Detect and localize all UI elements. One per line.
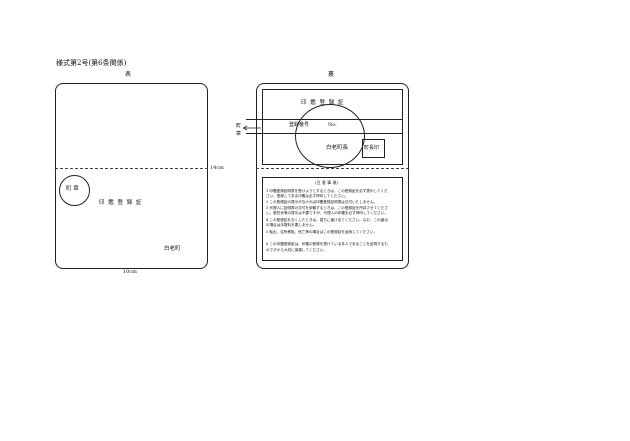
reg-row-bottom-line <box>246 133 403 134</box>
reg-row-top-line <box>246 119 403 120</box>
side-arrow-icon <box>242 125 261 131</box>
note-line: 4 この登録証をなくしたときは、直ちに届け出てください。なお、この届出 <box>266 218 388 222</box>
back-label: 裏 <box>328 71 335 78</box>
note-line: のですから大切に保管してください。 <box>266 248 327 252</box>
reg-number-prefix: No. <box>328 122 337 128</box>
mayor-seal-box <box>362 139 385 158</box>
front-card-title: 印 鑑 登 録 証 <box>99 200 143 206</box>
form-title: 様式第2号(第6条関係) <box>56 59 127 67</box>
note-line: 6 この印鑑登録証は、印鑑の登録を受けている本人であることを証明するも <box>266 242 388 246</box>
note-line: 3 代理人に証明書の交付を依頼するときは、この登録証を所持させてくださ <box>266 206 388 210</box>
reg-number-label: 登録番号 <box>289 122 310 128</box>
front-seal-circle <box>59 175 90 206</box>
note-line: 5 転出、住所移転、死亡等の場合はこの登録証を返納してください。 <box>266 230 378 234</box>
notes-box <box>262 177 403 261</box>
back-card-title: 印 鑑 登 録 証 <box>301 100 345 106</box>
front-issuer: 白老町 <box>164 246 181 252</box>
note-line: 2 この登録証の提示がなければ印鑑登録証明書は交付いたしません。 <box>266 200 378 204</box>
mayor-name: 白老町長 <box>326 145 349 151</box>
front-card <box>55 83 208 269</box>
mayor-seal-text: 町長印 <box>364 145 380 151</box>
side-label-2: 章 <box>236 131 242 137</box>
note-line: 1 印鑑登録証明書を受けようとするときは、この登録証を必ず提示してくだ <box>266 189 388 193</box>
note-line: さい。登録してある印鑑は必ず押印してください。 <box>266 194 349 198</box>
back-fold-line <box>256 168 409 169</box>
side-label-1: 町 <box>236 123 242 129</box>
front-dim-width: 10cm <box>123 269 137 275</box>
front-label: 表 <box>125 71 132 78</box>
back-card <box>256 83 409 269</box>
note-line: の場合は手数料を要しません。 <box>266 223 317 227</box>
back-large-circle <box>295 104 365 168</box>
notes-heading: (注 意 事 項) <box>315 180 338 185</box>
front-seal-text: 町 章 <box>66 186 79 192</box>
note-line: い。委任状等の提示は不要ですが、代理人の印鑑を必ず押印してください。 <box>266 211 388 215</box>
front-fold-line <box>55 168 208 169</box>
front-dim-height: 14cm <box>210 165 224 171</box>
